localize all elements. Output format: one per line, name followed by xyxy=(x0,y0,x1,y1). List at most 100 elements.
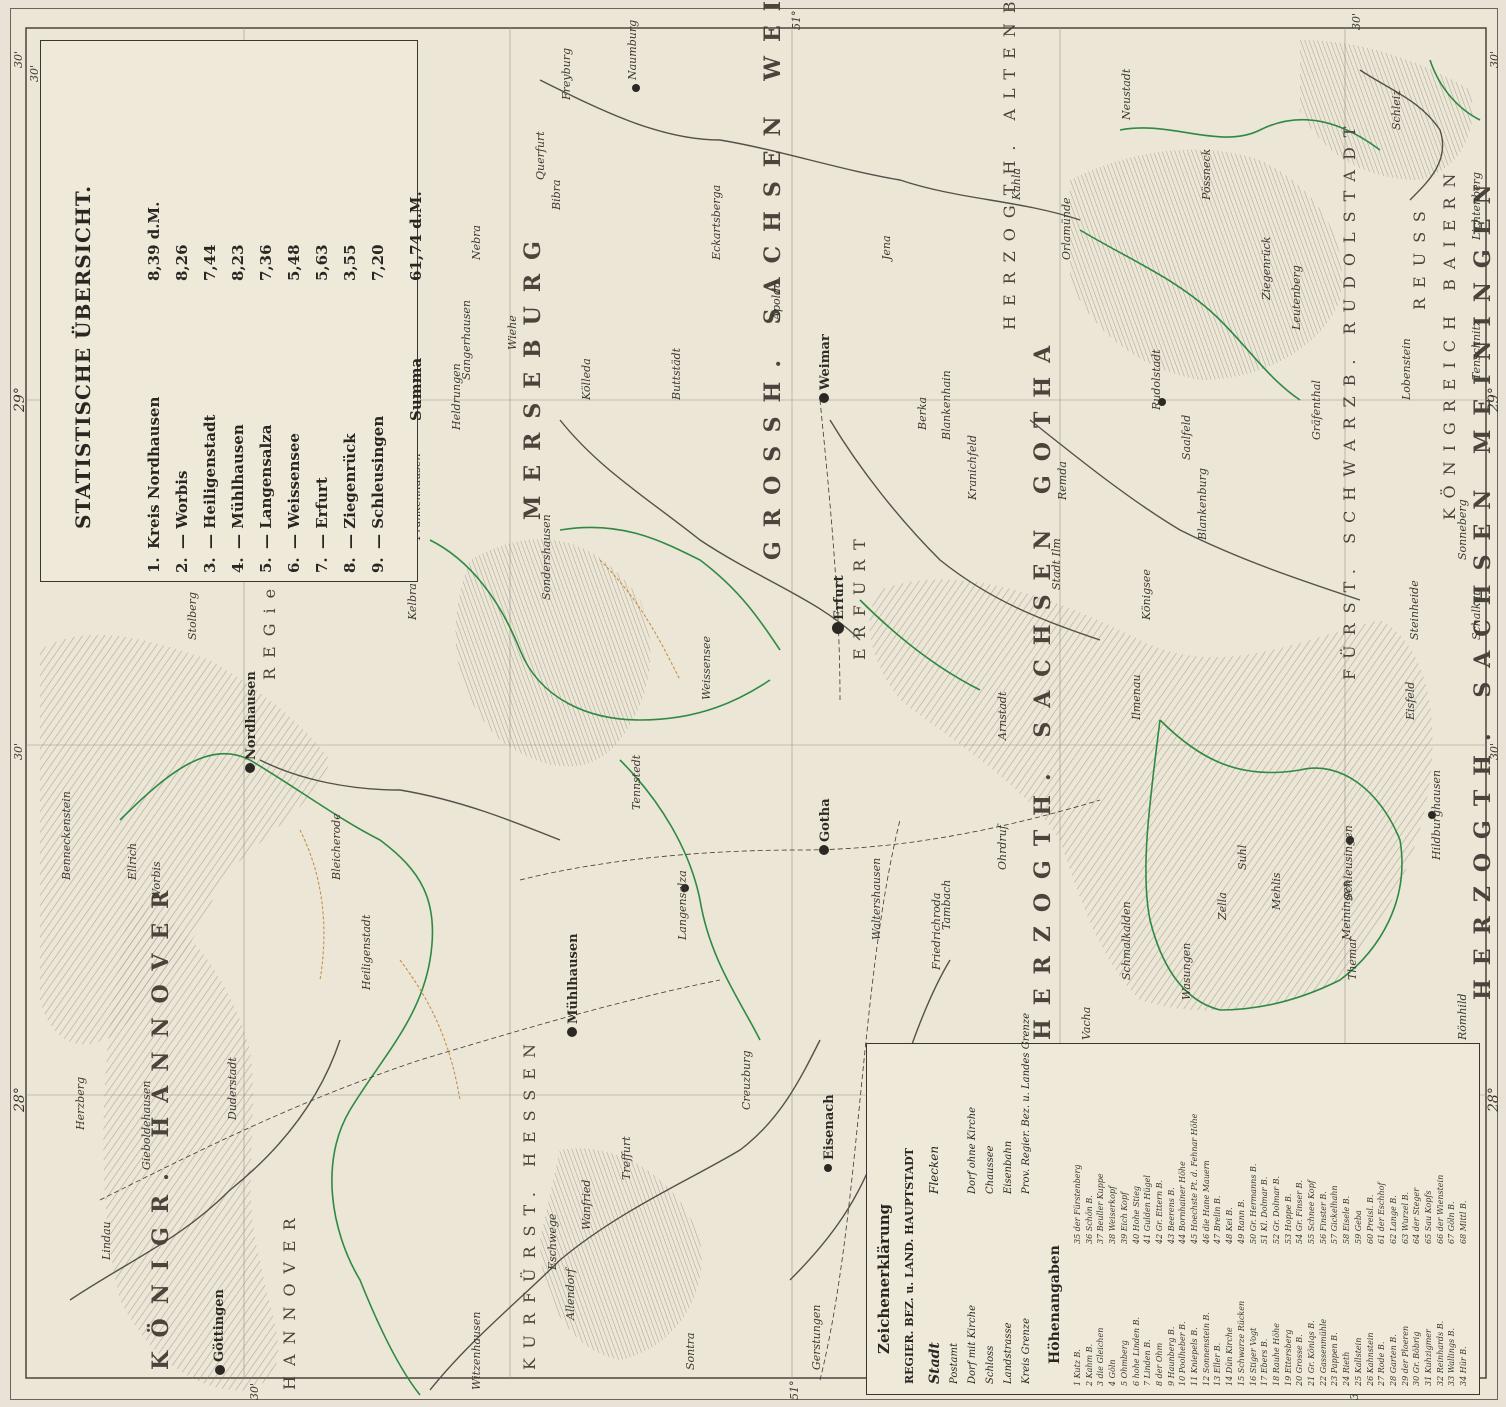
height-entry: 67 Göln B. xyxy=(1447,1201,1457,1244)
statistics-row-label: 2. xyxy=(173,557,191,573)
height-entry: 55 Schnee Kopf xyxy=(1307,1180,1316,1244)
town-label: Sontra xyxy=(684,1332,697,1370)
statistics-row-value: 5,48 xyxy=(285,244,303,281)
town-label: Weissensee xyxy=(700,636,713,700)
height-entry: 57 Gickelhahn xyxy=(1330,1185,1340,1244)
height-entry: 12 Sonnenstein B. xyxy=(1201,1312,1211,1386)
town-label: Mehlis xyxy=(1270,872,1283,910)
legend-item: Dorf ohne Kirche xyxy=(967,1106,978,1194)
height-entry: 48 Kei B. xyxy=(1225,1207,1235,1244)
region-label: KÖNIGREICH BAIERN xyxy=(1440,163,1459,520)
height-entry: 23 Pappen B. xyxy=(1330,1332,1340,1386)
degree-label-right: 28° xyxy=(1486,1087,1502,1112)
height-entry: 31 Kuhzigmer xyxy=(1424,1329,1433,1386)
height-entry: 49 Rann B. xyxy=(1236,1199,1246,1244)
town-label: Rudolstadt xyxy=(1150,349,1163,410)
town-label: Querfurt xyxy=(534,131,547,180)
height-entry: 54 Gr. Finser B. xyxy=(1295,1179,1305,1244)
height-entry: 11 Kniepels B. xyxy=(1190,1327,1199,1386)
town-label: Weimar xyxy=(818,334,833,390)
statistics-title: STATISTISCHE ÜBERSICHT. xyxy=(71,184,95,529)
town-label: Duderstadt xyxy=(226,1057,239,1120)
height-entry: 33 Wallings B. xyxy=(1447,1327,1457,1386)
town-label: Leutenberg xyxy=(1290,265,1303,330)
town-label: Freyburg xyxy=(560,47,573,100)
height-entry: 38 Weiserkopf xyxy=(1108,1186,1118,1244)
height-entry: 24 Rieth xyxy=(1342,1351,1352,1386)
height-entry: 64 der Steger xyxy=(1412,1187,1422,1244)
town-label: Langensalza xyxy=(676,870,689,940)
town-label: Meiningen xyxy=(1340,880,1353,940)
district-borders xyxy=(119,59,1481,1396)
town-label: Gerstungen xyxy=(810,1304,823,1370)
height-entry: 50 Gr. Hermanns B. xyxy=(1248,1163,1258,1244)
height-entry: 61 der Eschhof xyxy=(1377,1182,1387,1244)
height-entry: 6 hohe Linden B. xyxy=(1131,1316,1141,1386)
rivers xyxy=(69,69,1444,1391)
height-entry: 65 Sau Kopfs xyxy=(1424,1190,1433,1244)
statistics-row-value: 7,36 xyxy=(257,244,275,281)
height-entry: 46 die Hane Mauern xyxy=(1201,1160,1211,1244)
town-label: Stolberg xyxy=(186,592,199,640)
height-entry: 16 Stiger Vogt xyxy=(1248,1327,1258,1386)
town-label: Göttingen xyxy=(212,1289,227,1362)
town-label: Treffurt xyxy=(620,1136,633,1180)
town-label: Mühlhausen xyxy=(566,933,581,1024)
statistics-row-label: 5. xyxy=(257,557,275,573)
town-label: Eckartsberga xyxy=(710,184,723,260)
height-entry: 29 der Ploeren xyxy=(1400,1325,1410,1386)
statistics-row-label: — Langensalza xyxy=(257,424,275,549)
town-markers xyxy=(215,84,1436,1375)
region-label: HANNOVER xyxy=(280,1208,299,1390)
town-label: Benneckenstein xyxy=(60,791,73,880)
height-entry: 35 der Fürstenberg xyxy=(1073,1164,1082,1244)
statistics-panel: STATISTISCHE ÜBERSICHT. 1. Kreis Nordhau… xyxy=(40,40,425,582)
town-label: Arnstadt xyxy=(996,691,1009,740)
map-frame xyxy=(25,27,1487,1379)
town-label: Saalfeld xyxy=(1180,414,1193,460)
height-entry: 1 Kutz B. xyxy=(1073,1349,1082,1386)
statistics-row-label: 4. xyxy=(229,557,247,573)
legend-item: Landstrasse xyxy=(1003,1322,1014,1384)
town-label: Orlamünde xyxy=(1060,197,1073,260)
degree-label-left: 30' xyxy=(12,50,25,68)
statistics-row-value: 5,63 xyxy=(313,244,331,281)
legend-item: Postamt xyxy=(949,1343,960,1384)
town-label: Schalkau xyxy=(1470,588,1483,640)
town-label: Kranichfeld xyxy=(966,434,979,500)
legend-item: Prov. Regier. Bez. u. Landes Grenze xyxy=(1021,1012,1032,1194)
height-entry: 60 Preisl. B. xyxy=(1365,1194,1375,1244)
town-label: Allendorf xyxy=(564,1268,577,1320)
height-entry: 52 Gr. Dolmar B. xyxy=(1271,1175,1281,1244)
height-entry: 66 der Wienstein xyxy=(1435,1174,1445,1244)
town-label: Nordhausen xyxy=(244,671,259,760)
height-entry: 34 Hür B. xyxy=(1459,1346,1469,1386)
height-entry: 7 Linden B. xyxy=(1143,1339,1153,1386)
height-entry: 62 Lange B. xyxy=(1388,1195,1398,1244)
statistics-row-label: 1. xyxy=(145,557,163,573)
height-entry: 63 Wurzel B. xyxy=(1400,1191,1410,1244)
statistics-row-label: — Ziegenrück xyxy=(341,433,359,549)
height-entry: 4 Göln xyxy=(1108,1359,1118,1386)
town-label: Kölleda xyxy=(580,358,593,400)
statistics-row-value: 8,26 xyxy=(173,244,191,281)
statistics-row-label: Kreis Nordhausen xyxy=(145,396,163,549)
height-entry: 47 Brelin B. xyxy=(1213,1195,1223,1244)
town-label: Themar xyxy=(1346,936,1359,980)
statistics-row-label: — Erfurt xyxy=(313,477,331,549)
height-entry: 8 der Ohm xyxy=(1154,1342,1164,1386)
legend-item: Flecken xyxy=(927,1145,941,1194)
town-label: Wanfried xyxy=(580,1179,593,1230)
town-label: Schleiz xyxy=(1390,89,1403,130)
height-entry: 40 Hohe Stieg xyxy=(1131,1185,1141,1244)
height-entry: 45 Hoechste Pt. d. Fehnar Höhe xyxy=(1190,1113,1199,1244)
town-label: Römhild xyxy=(1456,993,1469,1041)
statistics-row-label: — Heiligenstadt xyxy=(201,414,219,549)
town-label: Wasungen xyxy=(1180,942,1193,1000)
degree-label-left: 28° xyxy=(12,1087,28,1112)
height-entry: 18 Rauhe Höhe xyxy=(1271,1323,1281,1386)
height-entry: 44 Bornhainer Höhe xyxy=(1178,1161,1188,1244)
region-label: HERZOGTH. ALTENBURG xyxy=(1000,0,1019,330)
legend-item: Eisenbahn xyxy=(1003,1140,1014,1194)
town-label: Naumburg xyxy=(626,19,639,80)
